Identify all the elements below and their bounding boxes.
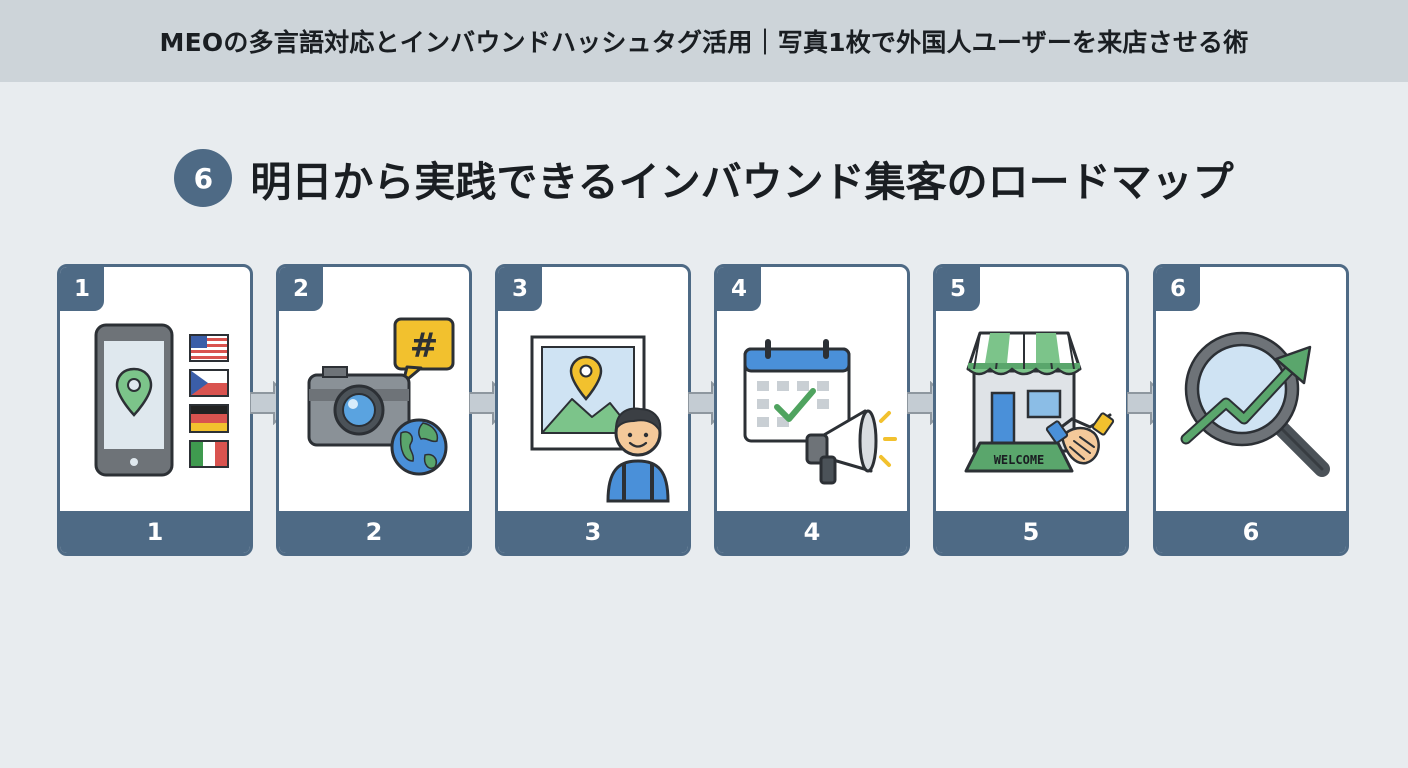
magnifier-growth-chart-icon bbox=[1180, 331, 1330, 477]
smartphone-map-pin-flags-icon bbox=[94, 323, 229, 477]
header-bar: MEOの多言語対応とインバウンドハッシュタグ活用｜写真1枚で外国人ユーザーを来店… bbox=[0, 0, 1408, 82]
step-card-3: 3 3 bbox=[495, 264, 691, 556]
calendar-megaphone-icon bbox=[743, 339, 897, 485]
storefront-welcome-handshake-icon: WELCOME bbox=[964, 331, 1115, 473]
step-card-5: 5 WELCOME 5 bbox=[933, 264, 1129, 556]
section-title: 明日から実践できるインバウンド集客のロードマップ bbox=[250, 158, 1234, 206]
step-label: 6 bbox=[1156, 511, 1346, 553]
camera-hashtag-globe-icon: # bbox=[307, 317, 455, 476]
step-number: 2 bbox=[279, 267, 323, 311]
step-card-1: 1 1 bbox=[57, 264, 253, 556]
step-number: 5 bbox=[936, 267, 980, 311]
section-number-badge: 6 bbox=[174, 149, 233, 207]
step-label: 1 bbox=[60, 511, 250, 553]
step-card-4: 4 4 bbox=[714, 264, 910, 556]
step-number: 4 bbox=[717, 267, 761, 311]
photo-location-person-icon bbox=[530, 335, 670, 503]
step-card-6: 6 6 bbox=[1153, 264, 1349, 556]
step-number: 3 bbox=[498, 267, 542, 311]
header-title: MEOの多言語対応とインバウンドハッシュタグ活用｜写真1枚で外国人ユーザーを来店… bbox=[159, 28, 1249, 57]
welcome-sign-text: WELCOME bbox=[994, 453, 1045, 467]
step-label: 3 bbox=[498, 511, 688, 553]
step-label: 2 bbox=[279, 511, 469, 553]
step-number: 1 bbox=[60, 267, 104, 311]
step-number: 6 bbox=[1156, 267, 1200, 311]
step-card-2: 2 # 2 bbox=[276, 264, 472, 556]
section-heading: 6 明日から実践できるインバウンド集客のロードマップ bbox=[0, 140, 1408, 216]
step-label: 5 bbox=[936, 511, 1126, 553]
hashtag-text: # bbox=[410, 326, 439, 366]
step-label: 4 bbox=[717, 511, 907, 553]
